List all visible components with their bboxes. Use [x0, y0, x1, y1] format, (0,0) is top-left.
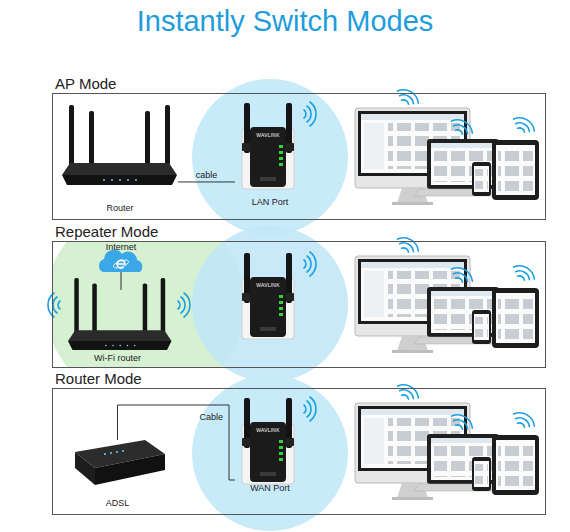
mode-heading: Router Mode	[55, 370, 142, 388]
cable-line	[121, 272, 122, 290]
wifi-waves	[48, 293, 60, 317]
wifi-coverage	[192, 79, 348, 235]
device-label: Wi-Fi router	[60, 353, 175, 364]
wifi-waves	[304, 102, 316, 126]
extender-illustration	[242, 253, 294, 339]
internet-cloud: Internet	[90, 242, 152, 272]
device-label: Internet	[90, 242, 152, 253]
mode-panel: Router ModeADSLWAN Port	[52, 388, 546, 515]
internet-cloud-icon	[99, 250, 142, 272]
mode-panel: AP ModeRouterLAN Port	[52, 93, 546, 220]
brand-label: WAVLINK	[248, 132, 288, 138]
wifi-router: Wi-Fi router	[60, 290, 175, 365]
device-label: Router	[62, 203, 178, 214]
wifi-waves	[304, 252, 316, 276]
device-label: WAN Port	[235, 483, 305, 494]
wifi-coverage	[192, 226, 348, 382]
brand-label: WAVLINK	[248, 427, 288, 433]
client-devices	[355, 234, 539, 353]
router-illustration	[68, 278, 172, 350]
mode-heading: Repeater Mode	[55, 223, 158, 241]
client-devices	[355, 381, 539, 500]
modem-illustration	[75, 440, 165, 485]
device-label: ADSL	[70, 498, 165, 509]
wifi-waves	[304, 397, 316, 421]
brand-label: WAVLINK	[248, 282, 288, 288]
cable-label: Cable	[181, 412, 241, 423]
cable-label: cable	[177, 170, 237, 181]
router-illustration	[62, 105, 177, 185]
mode-heading: AP Mode	[55, 75, 116, 93]
extender-illustration	[242, 398, 294, 484]
internet-cloud-icon	[112, 258, 129, 269]
page-title: Instantly Switch Modes	[0, 4, 570, 38]
router-device: Router	[62, 97, 178, 215]
cable-line	[178, 181, 235, 182]
range-extender: LAN Port	[235, 101, 305, 209]
extender-illustration	[242, 103, 294, 189]
mode-panel: Repeater ModeInternetWi-Fi router	[52, 241, 546, 368]
client-devices	[355, 86, 539, 205]
internet-cloud-icon	[99, 250, 142, 272]
wifi-coverage	[192, 375, 348, 531]
device-label: LAN Port	[235, 197, 305, 208]
wifi-waves	[178, 293, 190, 317]
range-extender: WAN Port	[235, 395, 305, 495]
adsl-modem: ADSL	[70, 440, 165, 510]
